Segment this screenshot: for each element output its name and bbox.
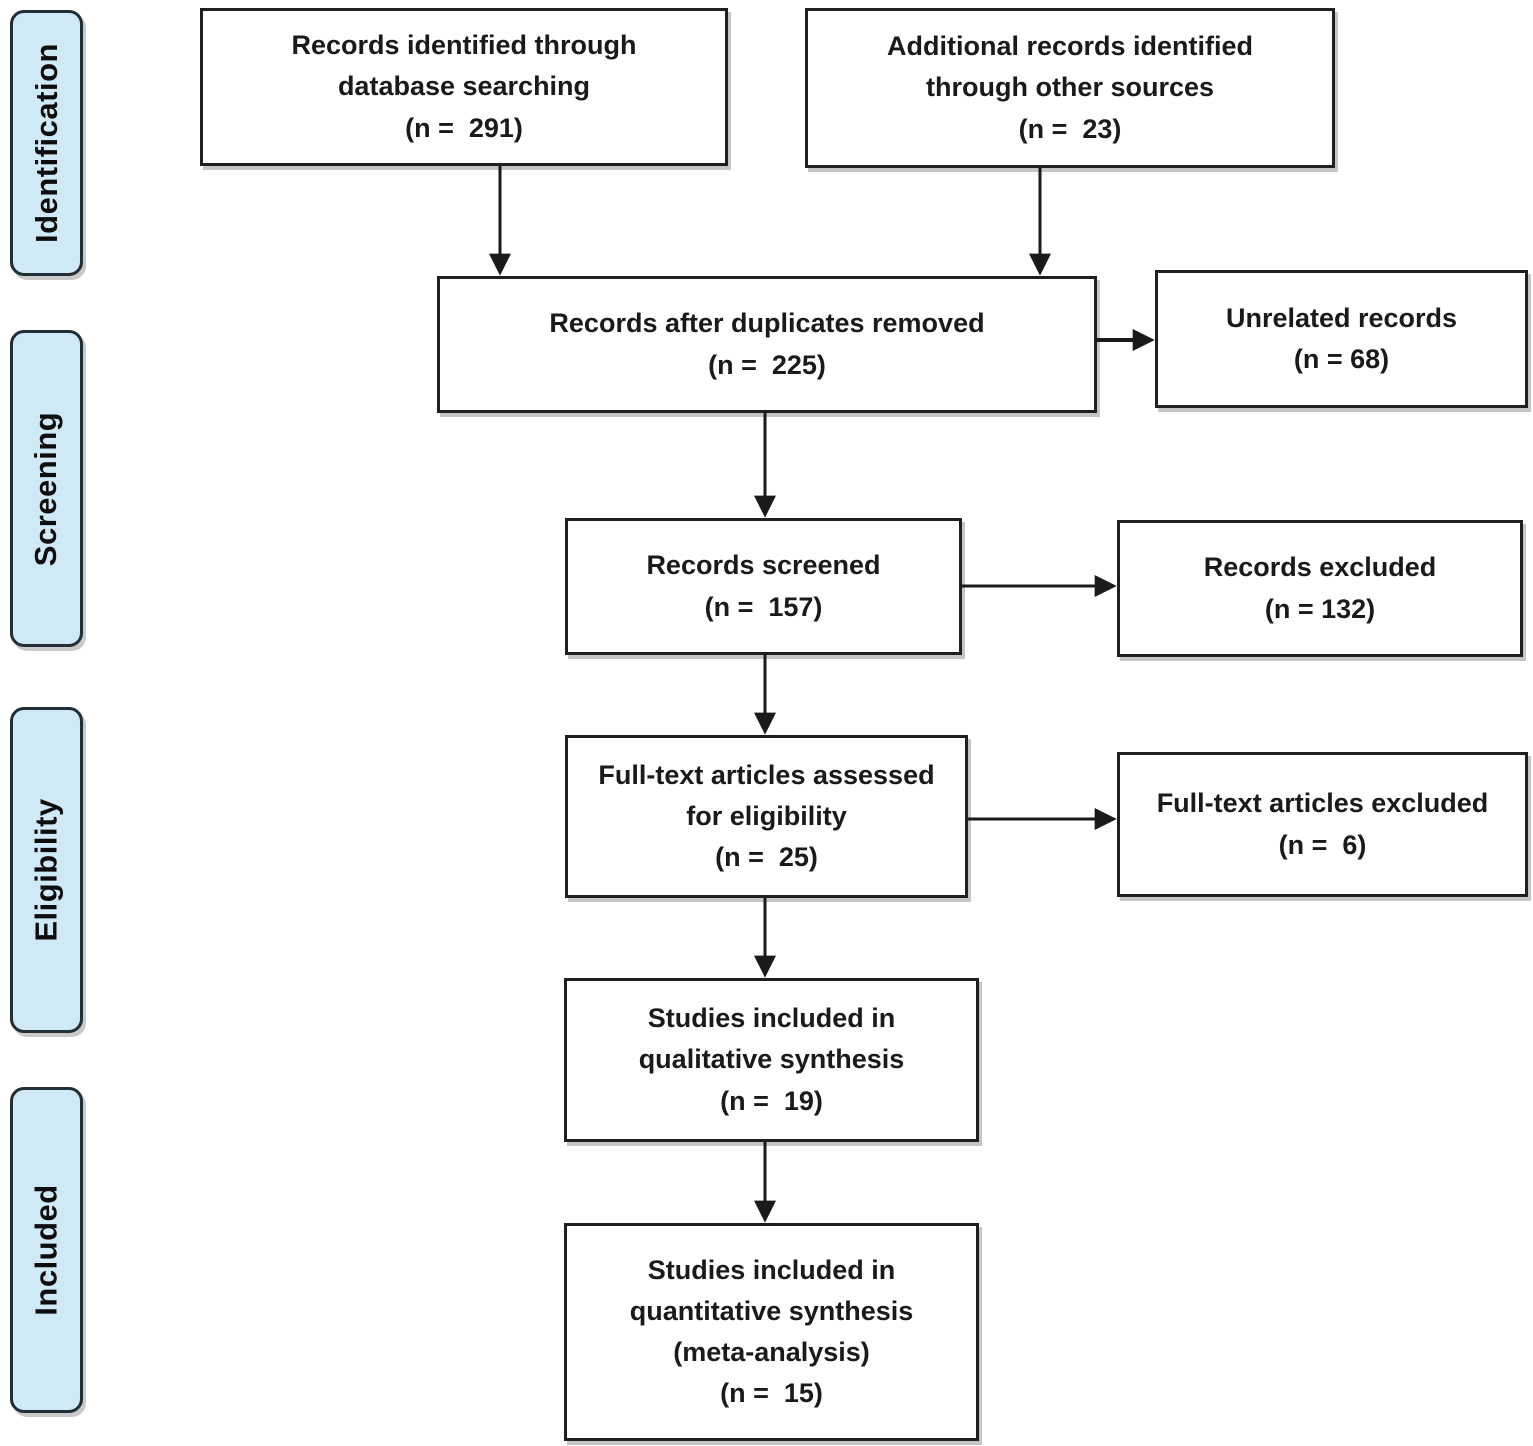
box-records-identified: Records identified through database sear…	[200, 8, 728, 166]
box-fulltext-assessed-line2: for eligibility	[686, 800, 847, 831]
box-additional-records-line1: Additional records identified	[886, 31, 1254, 62]
box-records-identified-line2: database searching	[337, 71, 591, 102]
stage-eligibility: Eligibility	[10, 707, 83, 1033]
box-after-duplicates-line1: Records after duplicates removed	[549, 308, 985, 339]
box-records-excluded-line1: Records excluded	[1203, 552, 1437, 583]
box-quantitative-synthesis: Studies included in quantitative synthes…	[564, 1223, 979, 1441]
box-quantitative-synthesis-line2: quantitative synthesis	[629, 1295, 914, 1326]
box-fulltext-assessed-count: (n = 25)	[715, 842, 818, 873]
box-quantitative-synthesis-line3: (meta-analysis)	[673, 1337, 870, 1367]
stage-screening-label: Screening	[28, 411, 64, 566]
box-qualitative-synthesis-count: (n = 19)	[720, 1085, 823, 1116]
box-qualitative-synthesis: Studies included in qualitative synthesi…	[564, 978, 979, 1142]
box-fulltext-excluded-line1: Full-text articles excluded	[1156, 788, 1489, 819]
stage-identification-label: Identification	[28, 43, 64, 243]
box-records-excluded: Records excluded (n = 132)	[1117, 520, 1523, 657]
box-additional-records-line2: through other sources	[925, 72, 1215, 103]
box-records-identified-count: (n = 291)	[405, 112, 523, 143]
stage-screening: Screening	[10, 330, 83, 647]
box-after-duplicates: Records after duplicates removed (n = 22…	[437, 276, 1097, 413]
box-records-screened-count: (n = 157)	[704, 591, 823, 622]
box-qualitative-synthesis-line1: Studies included in	[647, 1003, 896, 1034]
box-unrelated-records: Unrelated records (n = 68)	[1155, 270, 1528, 408]
box-records-screened-line1: Records screened	[646, 550, 881, 581]
box-unrelated-records-count: (n = 68)	[1293, 344, 1390, 374]
box-additional-records: Additional records identified through ot…	[805, 8, 1335, 168]
box-qualitative-synthesis-line2: qualitative synthesis	[638, 1044, 905, 1075]
box-unrelated-records-line1: Unrelated records	[1225, 302, 1458, 333]
box-quantitative-synthesis-line1: Studies included in	[647, 1254, 896, 1285]
box-additional-records-count: (n = 23)	[1018, 113, 1122, 144]
box-after-duplicates-count: (n = 225)	[708, 349, 826, 380]
box-records-excluded-count: (n = 132)	[1264, 593, 1376, 624]
box-quantitative-synthesis-count: (n = 15)	[720, 1378, 823, 1409]
box-fulltext-assessed: Full-text articles assessed for eligibil…	[565, 735, 968, 898]
box-fulltext-excluded-count: (n = 6)	[1278, 829, 1367, 860]
box-fulltext-assessed-line1: Full-text articles assessed	[598, 759, 935, 790]
box-records-identified-line1: Records identified through	[291, 30, 637, 61]
stage-eligibility-label: Eligibility	[28, 798, 64, 942]
stage-included-label: Included	[28, 1184, 64, 1316]
stage-included: Included	[10, 1087, 83, 1413]
box-records-screened: Records screened (n = 157)	[565, 518, 962, 655]
stage-identification: Identification	[10, 10, 83, 276]
box-fulltext-excluded: Full-text articles excluded (n = 6)	[1117, 752, 1528, 897]
